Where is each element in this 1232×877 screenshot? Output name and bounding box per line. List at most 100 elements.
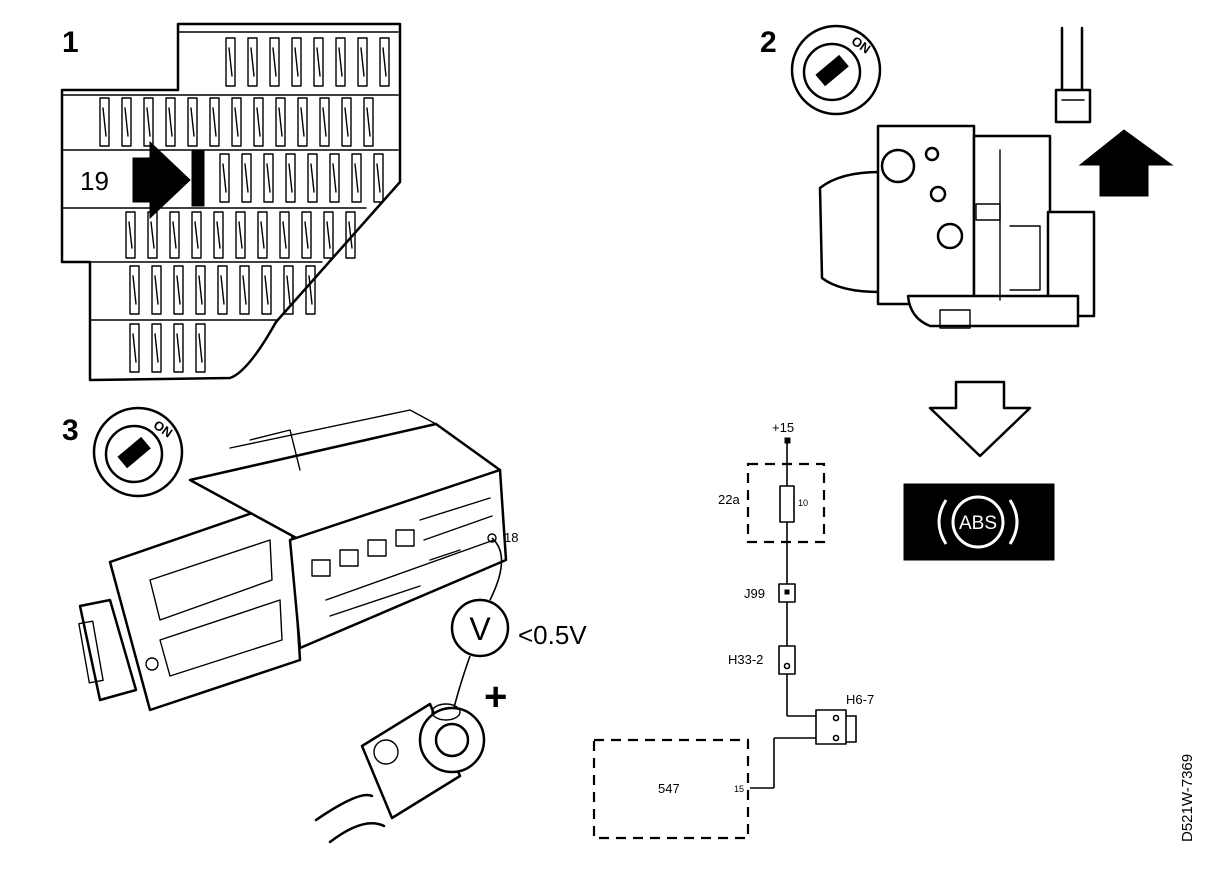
fuse-slot (363, 97, 374, 147)
fuse-slot (143, 97, 154, 147)
fuse-slot-mark (260, 221, 265, 249)
fuse-slot-mark (286, 275, 291, 305)
step-1-number: 1 (62, 26, 79, 59)
unit-547-pin-label: 15 (734, 784, 744, 794)
fuse-slot-mark (266, 163, 271, 193)
abs-warning-lamp: ABS (903, 483, 1055, 561)
fuse-slot (125, 211, 136, 259)
fuse-slot-mark (360, 47, 365, 77)
fuse-slot-mark (242, 275, 247, 305)
fuse-slot (99, 97, 110, 147)
fuse-slot (275, 97, 286, 147)
disconnect-up-arrow-icon (1078, 129, 1174, 197)
fuse-box-22a-outline (746, 462, 826, 544)
fuse-slot-mark (300, 107, 305, 137)
fuse-slot (173, 323, 184, 373)
fuse-slot-mark (332, 163, 337, 193)
step-2-panel: 2 ON (760, 24, 1174, 561)
fuse-slot (261, 265, 272, 315)
fuse-slot-mark (282, 221, 287, 249)
fuse-slot (121, 97, 132, 147)
fuse-slot-mark (256, 107, 261, 137)
fuse-slot-mark (326, 221, 331, 249)
fuse-slot (173, 265, 184, 315)
connector-pin-field (311, 497, 497, 617)
fuse-slot-mark (176, 275, 181, 305)
step-3-panel: 3 ON 18 (62, 406, 587, 844)
fuse-slot (301, 211, 312, 259)
abs-hydraulic-unit (818, 124, 1096, 329)
fuse-slot (191, 211, 202, 259)
fuse-slot (307, 153, 318, 203)
ignition-key-on-icon: ON (92, 406, 184, 498)
fuse-19-callout: 19 (80, 166, 109, 196)
fuse-19-highlight (191, 149, 205, 207)
fuse-slot (373, 153, 384, 203)
fuse-slot-mark (288, 163, 293, 193)
fuse-slot-mark (216, 221, 221, 249)
fuse-slot (323, 211, 334, 259)
fuse-number: 10 (798, 498, 808, 508)
unit-547-outline (592, 738, 750, 840)
connector-h33-label: H33-2 (728, 652, 763, 667)
fuse-slot-mark (278, 107, 283, 137)
fuse-slot-mark (168, 107, 173, 137)
fuse-slot (239, 265, 250, 315)
fuse-slot (235, 211, 246, 259)
fuse-slot (279, 211, 290, 259)
fuse-slot-mark (102, 107, 107, 137)
connector-j99-label: J99 (744, 586, 765, 601)
fuse-slot (219, 153, 230, 203)
fuse-slot-mark (376, 163, 381, 193)
connector-h6-label: H6-7 (846, 692, 874, 707)
fuse-slot-mark (172, 221, 177, 249)
fuse-slot-mark (382, 47, 387, 77)
step-3-number: 3 (62, 414, 79, 447)
ground-eyelet-terminal (314, 702, 486, 844)
fuse-slot-mark (294, 47, 299, 77)
fuse-slot (305, 265, 316, 315)
fuse-slot-mark (154, 275, 159, 305)
fuse-slot (357, 37, 368, 87)
fuse-slot (313, 37, 324, 87)
fuse-slot (247, 37, 258, 87)
fuse-slot-mark (220, 275, 225, 305)
fuse-slot-mark (198, 333, 203, 363)
fuse-slot (263, 153, 274, 203)
fuse-slot (335, 37, 346, 87)
polarity-plus-symbol: + (484, 675, 507, 719)
abs-lamp-label: ABS (959, 513, 997, 534)
connector-h33-symbol (778, 645, 796, 675)
fuse-slot-mark (124, 107, 129, 137)
fuse-slot (195, 323, 206, 373)
fuse-slot-mark (316, 47, 321, 77)
fuse-slot (285, 153, 296, 203)
fuse-slot (253, 97, 264, 147)
fuse-slot-mark (354, 163, 359, 193)
fuse-box-id: 22a (718, 492, 740, 507)
fuse-slot (151, 323, 162, 373)
fuse-slot-mark (128, 221, 133, 249)
voltmeter-symbol: V (469, 611, 491, 647)
fuse-slot (269, 37, 280, 87)
connector-h6-symbol (815, 709, 847, 745)
fuse-slot (169, 211, 180, 259)
pin-18-label: 18 (504, 530, 518, 545)
fuse-slot (129, 265, 140, 315)
fuse-slot-mark (250, 47, 255, 77)
fuse-slot (195, 265, 206, 315)
fuse-slot-mark (212, 107, 217, 137)
unit-547-label: 547 (658, 781, 680, 796)
voltmeter-icon: V (450, 598, 510, 658)
fuse-slot (341, 97, 352, 147)
fuse-slot-mark (176, 333, 181, 363)
fuse-slot (319, 97, 330, 147)
fuse-slot (379, 37, 390, 87)
step-1-panel: 1 19 (60, 22, 402, 382)
fuse-slot-mark (132, 333, 137, 363)
fuse-slot (291, 37, 302, 87)
fuse-slot-mark (244, 163, 249, 193)
fuse-slot (209, 97, 220, 147)
